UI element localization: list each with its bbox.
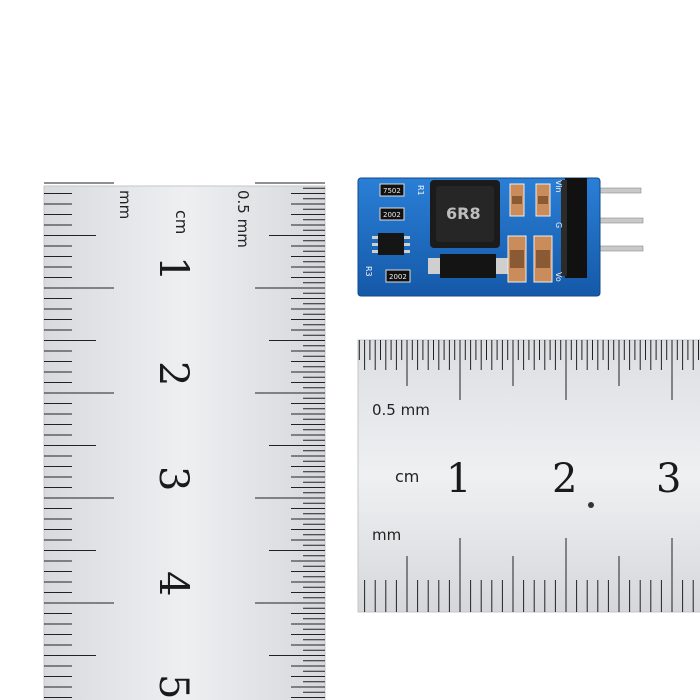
ruler-scratch-mark: [588, 502, 594, 508]
vertical-ruler-half-mm-label: 0.5 mm: [234, 190, 252, 248]
vertical-ruler-body: [43, 185, 326, 700]
dc-dc-module: 6R8 7502 2002 2002 R1 R3: [357, 177, 644, 297]
horizontal-ruler-number-3: 3: [656, 456, 681, 502]
smd-code-1: 7502: [383, 187, 401, 195]
inductor-marking: 6R8: [446, 204, 481, 223]
smd-capacitors: [507, 183, 553, 283]
horizontal-ruler-cm-label: cm: [395, 467, 419, 486]
horizontal-ruler-number-1: 1: [446, 456, 471, 502]
vertical-ruler-half-mm-ticks: [255, 182, 325, 698]
vertical-ruler-number-4: 4: [150, 571, 196, 596]
vertical-ruler-number-1: 1: [150, 256, 196, 281]
vertical-ruler-number-3: 3: [150, 466, 196, 491]
pin-label-vo: Vo: [554, 272, 563, 282]
horizontal-ruler-body: [357, 339, 700, 613]
schottky-diode: [440, 254, 496, 278]
smd-code-3: 2002: [389, 273, 407, 281]
horizontal-ruler: 0.5 mm cm mm 1 2 3: [357, 339, 700, 613]
vertical-ruler-mm-ticks: [44, 182, 114, 698]
vertical-ruler-number-5: 5: [150, 674, 196, 699]
vertical-ruler-mm-label: mm: [116, 190, 134, 219]
silk-r1-label: R1: [416, 185, 425, 196]
smd-resistors: 7502 2002 2002: [379, 183, 411, 283]
horizontal-ruler-half-mm-label: 0.5 mm: [372, 401, 430, 419]
pin-header: [565, 178, 587, 278]
silk-r3-label: R3: [364, 266, 373, 277]
horizontal-ruler-mm-label: mm: [372, 526, 401, 544]
horizontal-ruler-number-2: 2: [552, 456, 577, 502]
ic-chip: [378, 233, 404, 255]
smd-code-2: 2002: [383, 211, 401, 219]
vertical-ruler-cm-label: cm: [172, 210, 191, 234]
pin-label-vin: Vin: [554, 180, 563, 193]
pin-label-g: G: [554, 222, 563, 228]
horizontal-ruler-half-mm-ticks: [358, 340, 699, 400]
vertical-ruler-number-2: 2: [150, 361, 196, 386]
vertical-ruler: mm cm 0.5 mm 1 2 3 4 5: [43, 182, 326, 700]
horizontal-ruler-mm-ticks: [364, 538, 694, 612]
